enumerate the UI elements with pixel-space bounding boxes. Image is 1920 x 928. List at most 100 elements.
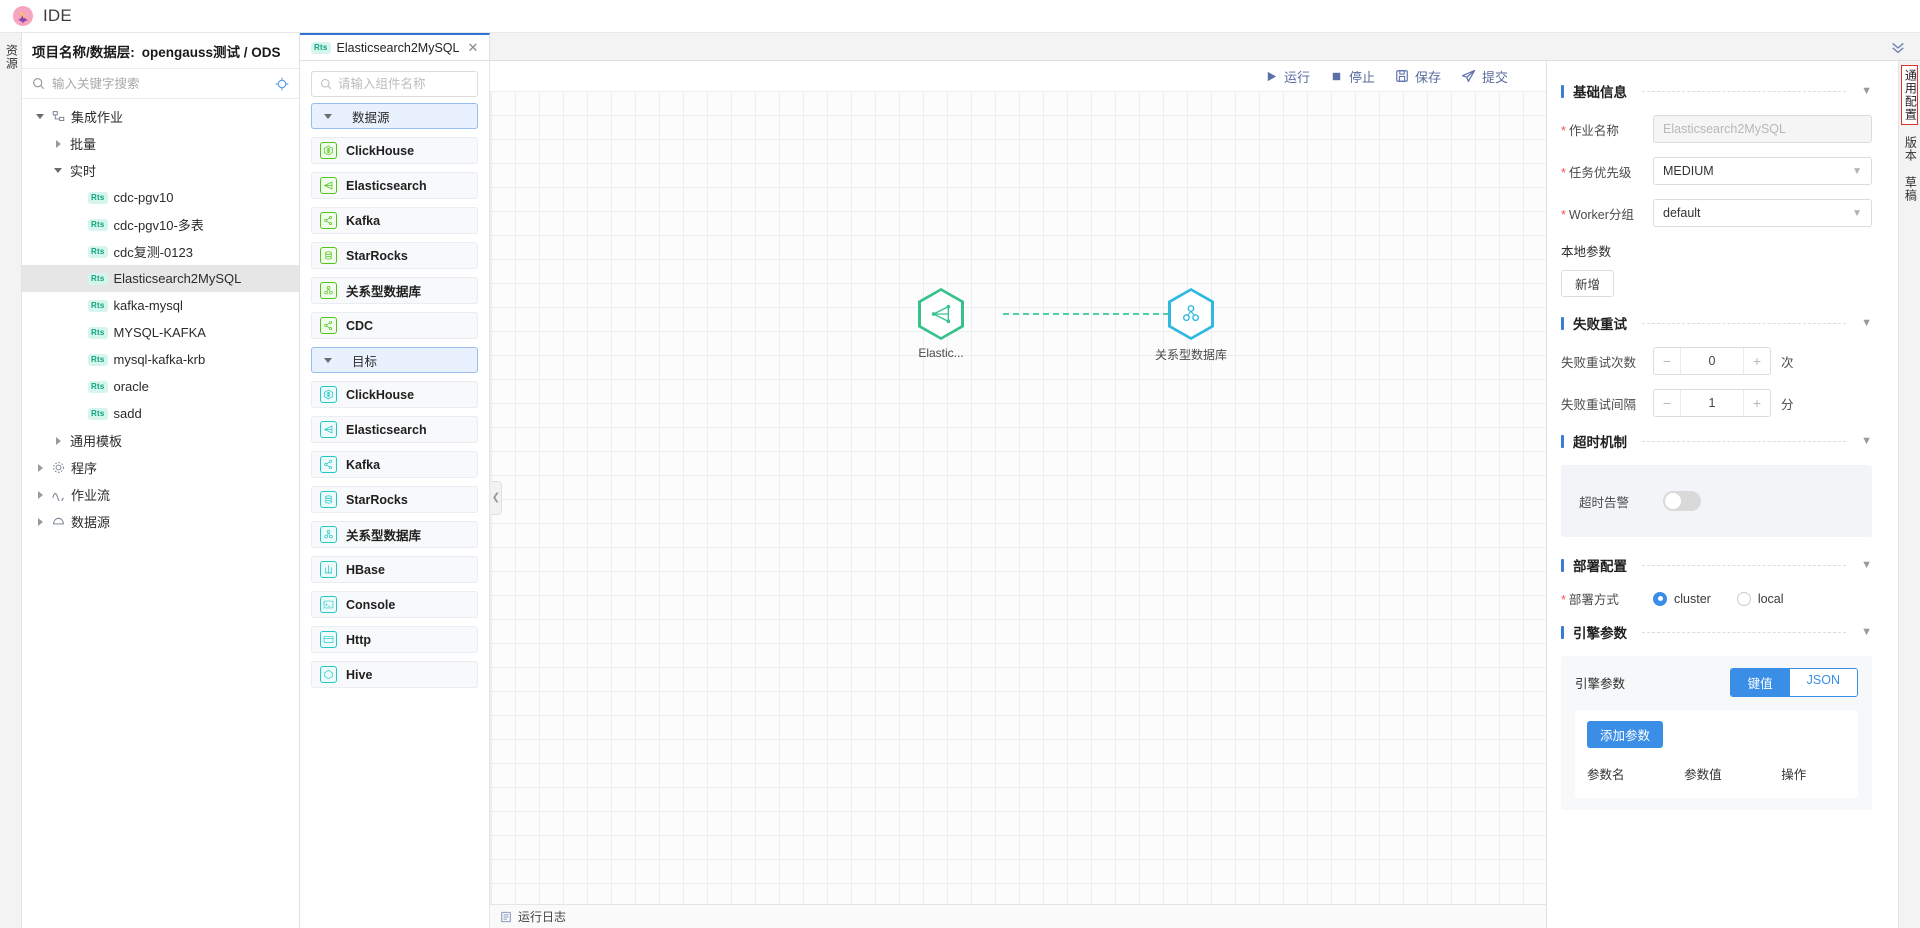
tree-item-label: sadd <box>113 406 142 421</box>
caret-right-icon[interactable] <box>34 462 46 474</box>
locate-icon[interactable] <box>275 77 289 91</box>
datasource-icon <box>52 515 65 528</box>
caret-down-icon[interactable] <box>52 165 64 177</box>
submit-button[interactable]: 提交 <box>1461 67 1508 86</box>
palette-search-box[interactable] <box>311 71 478 97</box>
explorer-search-row[interactable] <box>22 69 299 99</box>
editor-tab-elasticsearch2mysql[interactable]: Rts Elasticsearch2MySQL ✕ <box>300 33 491 60</box>
palette-item[interactable]: Console <box>311 591 478 618</box>
palette-item-label: Kafka <box>346 213 381 228</box>
node-shape-target <box>1168 288 1214 340</box>
add-engine-param-button[interactable]: 添加参数 <box>1587 721 1664 748</box>
timeout-alarm-toggle[interactable] <box>1663 491 1701 511</box>
chevron-down-icon[interactable]: ▼ <box>1861 435 1872 447</box>
retry-interval-stepper[interactable]: − 1 + <box>1653 389 1771 417</box>
run-log-bar[interactable]: 运行日志 <box>490 904 1546 928</box>
field-deploy-mode: *部署方式 cluster <box>1561 589 1872 608</box>
caret-right-icon[interactable] <box>34 489 46 501</box>
required-marker: * <box>1561 123 1566 138</box>
priority-select[interactable]: MEDIUM ▼ <box>1653 157 1872 185</box>
tree-item[interactable]: 程序 <box>22 454 299 481</box>
caret-right-icon[interactable] <box>52 435 64 447</box>
chevron-left-icon[interactable]: ❮ <box>491 480 502 515</box>
tree-item[interactable]: 数据源 <box>22 508 299 535</box>
right-rail-tab-draft[interactable]: 草稿 <box>1903 176 1918 202</box>
hive-icon <box>320 666 337 683</box>
right-rail: 通用配置 版本 草稿 <box>1898 61 1920 928</box>
chevron-down-icon[interactable]: ▼ <box>1861 559 1872 571</box>
retry-count-stepper[interactable]: − 0 + <box>1653 347 1771 375</box>
left-rail-tab-resource[interactable]: 资源 <box>4 44 19 70</box>
engine-view-mode-json[interactable]: JSON <box>1789 669 1857 696</box>
tree-item[interactable]: 批量 <box>22 130 299 157</box>
increment-button[interactable]: + <box>1744 348 1770 374</box>
add-local-param-button[interactable]: 新增 <box>1561 270 1615 297</box>
explorer-search-input[interactable] <box>52 76 268 91</box>
tree-item[interactable]: 实时 <box>22 157 299 184</box>
chevron-down-icon[interactable]: ▼ <box>1861 85 1872 97</box>
tree-item-label: oracle <box>113 379 149 394</box>
worker-group-select[interactable]: default ▼ <box>1653 199 1872 227</box>
palette-item[interactable]: Elasticsearch <box>311 416 478 443</box>
decrement-button[interactable]: − <box>1654 390 1680 416</box>
retry-interval-value[interactable]: 1 <box>1680 390 1744 416</box>
palette-item[interactable]: StarRocks <box>311 486 478 513</box>
tree-item[interactable]: 作业流 <box>22 481 299 508</box>
tree-item[interactable]: 集成作业 <box>22 103 299 130</box>
palette-item[interactable]: CDC <box>311 312 478 339</box>
palette-item[interactable]: Elasticsearch <box>311 172 478 199</box>
caret-right-icon[interactable] <box>34 516 46 528</box>
palette-item[interactable]: 关系型数据库 <box>311 277 478 304</box>
section-divider <box>1642 322 1847 324</box>
increment-button[interactable]: + <box>1744 390 1770 416</box>
save-button[interactable]: 保存 <box>1395 67 1441 86</box>
flow-canvas[interactable]: ❮ <box>490 91 1546 904</box>
palette-item[interactable]: ClickHouse <box>311 381 478 408</box>
run-label: 运行 <box>1283 69 1310 85</box>
engine-params-card: 引擎参数 键值 JSON 添加参数 <box>1561 656 1872 810</box>
palette-item[interactable]: Http <box>311 626 478 653</box>
stop-button[interactable]: 停止 <box>1330 67 1375 86</box>
engine-view-mode-keyvalue[interactable]: 键值 <box>1730 669 1790 696</box>
palette-item[interactable]: Kafka <box>311 451 478 478</box>
tree-item[interactable]: 通用模板 <box>22 427 299 454</box>
caret-down-icon[interactable] <box>34 111 46 123</box>
palette-group-target[interactable]: 目标 <box>311 347 478 373</box>
palette-item[interactable]: 关系型数据库 <box>311 521 478 548</box>
field-retry-interval: 失败重试间隔 − 1 + 分 <box>1561 389 1872 417</box>
palette-search-input[interactable] <box>338 77 469 91</box>
decrement-button[interactable]: − <box>1654 348 1680 374</box>
run-button[interactable]: 运行 <box>1265 67 1310 86</box>
palette-item[interactable]: HBase <box>311 556 478 583</box>
radio-cluster[interactable]: cluster <box>1653 591 1711 606</box>
canvas-node-target[interactable]: 关系型数据库 <box>1155 288 1227 363</box>
palette-item[interactable]: ClickHouse <box>311 137 478 164</box>
worker-group-value: default <box>1663 206 1701 220</box>
palette-item[interactable]: Kafka <box>311 207 478 234</box>
radio-local[interactable]: local <box>1736 591 1784 606</box>
job-name-input[interactable]: Elasticsearch2MySQL <box>1653 115 1872 143</box>
caret-right-icon[interactable] <box>52 138 64 150</box>
palette-group-source[interactable]: 数据源 <box>311 103 478 129</box>
palette-item[interactable]: StarRocks <box>311 242 478 269</box>
job-type-badge: Rts <box>88 245 108 258</box>
right-rail-tab-general-config[interactable]: 通用配置 <box>1900 65 1919 125</box>
right-rail-tab-version[interactable]: 版本 <box>1903 136 1918 162</box>
retry-count-value[interactable]: 0 <box>1680 348 1744 374</box>
palette-item[interactable]: Hive <box>311 661 478 688</box>
chevron-down-icon[interactable]: ▼ <box>1861 317 1872 329</box>
canvas-node-source[interactable]: Elastic... <box>905 288 977 360</box>
chevron-double-down-icon[interactable] <box>1876 33 1920 60</box>
close-icon[interactable]: ✕ <box>467 39 479 55</box>
chevron-down-icon[interactable]: ▼ <box>1861 626 1872 638</box>
